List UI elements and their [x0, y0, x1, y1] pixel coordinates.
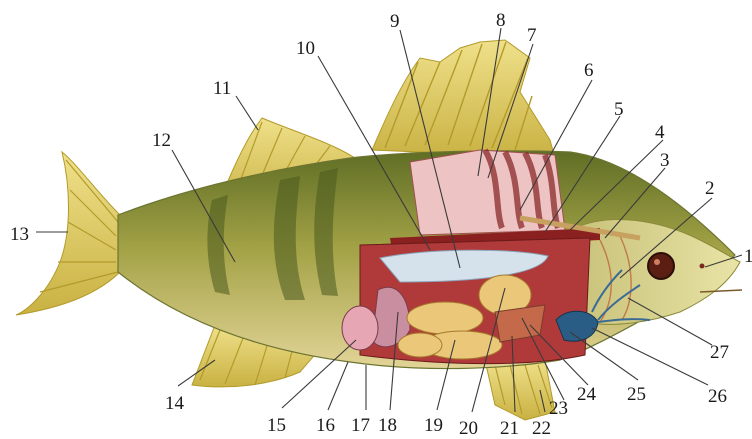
label-11: 11: [213, 78, 231, 99]
label-27: 27: [710, 342, 729, 363]
label-26: 26: [708, 386, 727, 407]
label-2: 2: [705, 178, 715, 199]
label-20: 20: [459, 418, 478, 439]
label-25: 25: [627, 384, 646, 405]
label-9: 9: [390, 11, 400, 32]
dorsal-fin-spiny: [372, 40, 555, 158]
caudal-fin: [16, 152, 122, 315]
label-12: 12: [152, 130, 171, 151]
label-23: 23: [549, 398, 568, 419]
nostril: [700, 264, 705, 269]
label-3: 3: [660, 150, 670, 171]
label-15: 15: [267, 415, 286, 436]
label-21: 21: [500, 418, 519, 439]
label-1: 1: [744, 246, 752, 267]
label-14: 14: [165, 393, 185, 414]
label-13: 13: [10, 224, 29, 245]
stomach: [342, 306, 378, 350]
label-17: 17: [351, 415, 370, 436]
label-5: 5: [614, 99, 624, 120]
label-24: 24: [577, 384, 597, 405]
label-18: 18: [378, 415, 397, 436]
label-8: 8: [496, 10, 506, 31]
label-7: 7: [527, 25, 537, 46]
eye-highlight: [654, 259, 660, 265]
label-16: 16: [316, 415, 335, 436]
label-10: 10: [296, 38, 315, 59]
eye: [648, 253, 674, 279]
label-4: 4: [655, 122, 665, 143]
label-22: 22: [532, 418, 551, 439]
label-19: 19: [424, 415, 443, 436]
label-6: 6: [584, 60, 594, 81]
